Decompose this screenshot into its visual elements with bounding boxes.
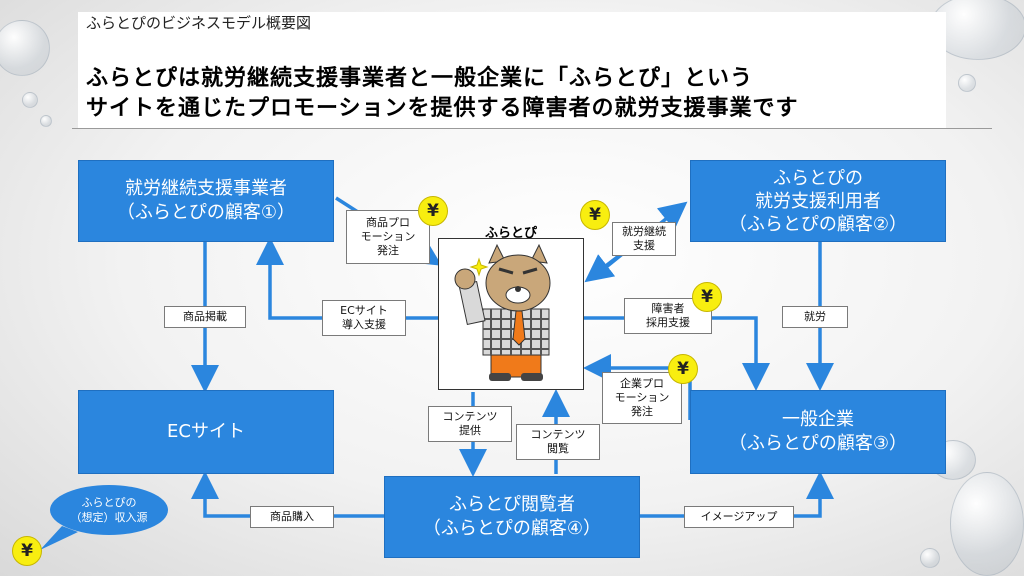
yen-coin-icon: ¥	[418, 196, 448, 226]
node-label: 一般企業	[782, 409, 854, 430]
mascot-cat-icon	[454, 243, 551, 381]
node-label: （ふらとぴの顧客①）	[116, 202, 296, 223]
node-label: ECサイト	[167, 421, 245, 442]
edge-label-content-view: コンテンツ 閲覧	[516, 424, 600, 460]
label-text: 導入支援	[342, 318, 386, 331]
slide-title-line-1: ふらとぴは就労継続支援事業者と一般企業に「ふらとぴ」という	[86, 66, 754, 91]
bubble-tail	[40, 526, 78, 550]
yen-coin-icon: ¥	[692, 282, 722, 312]
label-text: コンテンツ	[530, 428, 586, 441]
label-text: 提供	[459, 424, 481, 437]
node-label: （ふらとぴの顧客④）	[422, 518, 602, 539]
bubble-text: （想定）収入源	[70, 511, 148, 524]
label-text: 就労	[804, 310, 826, 323]
label-text: モーション	[360, 230, 416, 243]
node-label: ふらとぴの	[773, 167, 863, 189]
node-support-user: ふらとぴの 就労支援利用者 （ふらとぴの顧客②）	[690, 160, 946, 242]
label-text: 商品購入	[270, 510, 314, 523]
revenue-source-bubble: ふらとぴの （想定）収入源	[50, 485, 168, 535]
node-label: 就労継続支援事業者	[125, 178, 287, 199]
slide-title-line-2: サイトを通じたプロモーションを提供する障害者の就労支援事業です	[86, 96, 799, 121]
water-drop	[40, 115, 52, 127]
label-text: 閲覧	[547, 442, 569, 455]
yen-coin-icon: ¥	[12, 536, 42, 566]
center-name: ふらとぴ	[485, 226, 538, 241]
bubble-text: ふらとぴの	[81, 496, 137, 509]
label-text: 就労継続	[622, 225, 666, 238]
node-label: ふらとぴ閲覧者	[449, 494, 575, 515]
water-drop	[22, 92, 38, 108]
node-label: （ふらとぴの顧客③）	[728, 433, 908, 454]
label-text: ECサイト	[340, 304, 388, 317]
node-label: （ふらとぴの顧客②）	[728, 213, 908, 235]
edge-label-product-listing: 商品掲載	[164, 306, 246, 328]
label-text: 採用支援	[646, 316, 690, 329]
edge-label-employment: 就労	[782, 306, 848, 328]
node-employment-provider: 就労継続支援事業者 （ふらとぴの顧客①）	[78, 160, 334, 242]
label-text: 企業プロ	[620, 377, 664, 390]
edge-label-disabled-hiring: 障害者 採用支援	[624, 298, 712, 334]
label-text: 障害者	[651, 302, 685, 315]
slide-subtitle: ふらとぴのビジネスモデル概要図	[86, 14, 312, 32]
edge-label-ec-support: ECサイト 導入支援	[322, 300, 406, 336]
label-text: 支援	[633, 239, 655, 252]
label-text: 発注	[631, 405, 653, 418]
label-text: 商品掲載	[183, 310, 227, 323]
edge-label-content-provide: コンテンツ 提供	[428, 406, 512, 442]
label-text: イメージアップ	[700, 510, 778, 523]
node-viewer: ふらとぴ閲覧者 （ふらとぴの顧客④）	[384, 476, 640, 558]
edge-label-company-promotion: 企業プロ モーション 発注	[602, 372, 682, 424]
water-drop	[920, 548, 940, 568]
edge-label-image-up: イメージアップ	[684, 506, 794, 528]
yen-coin-icon: ¥	[668, 354, 698, 384]
divider	[72, 128, 992, 129]
water-drop	[0, 20, 50, 76]
node-ec-site: ECサイト	[78, 390, 334, 474]
node-label: 就労支援利用者	[755, 190, 881, 212]
edge-label-product-promotion: 商品プロ モーション 発注	[346, 210, 430, 264]
header-panel	[78, 12, 946, 128]
node-general-company: 一般企業 （ふらとぴの顧客③）	[690, 390, 946, 474]
edge-label-employment-support: 就労継続 支援	[612, 222, 676, 256]
edge-label-product-purchase: 商品購入	[250, 506, 334, 528]
water-drop	[958, 74, 976, 92]
label-text: モーション	[614, 391, 670, 404]
center-mascot-box	[438, 238, 584, 390]
yen-coin-icon: ¥	[580, 200, 610, 230]
label-text: コンテンツ	[442, 410, 498, 423]
label-text: 商品プロ	[366, 216, 410, 229]
label-text: 発注	[377, 244, 399, 257]
